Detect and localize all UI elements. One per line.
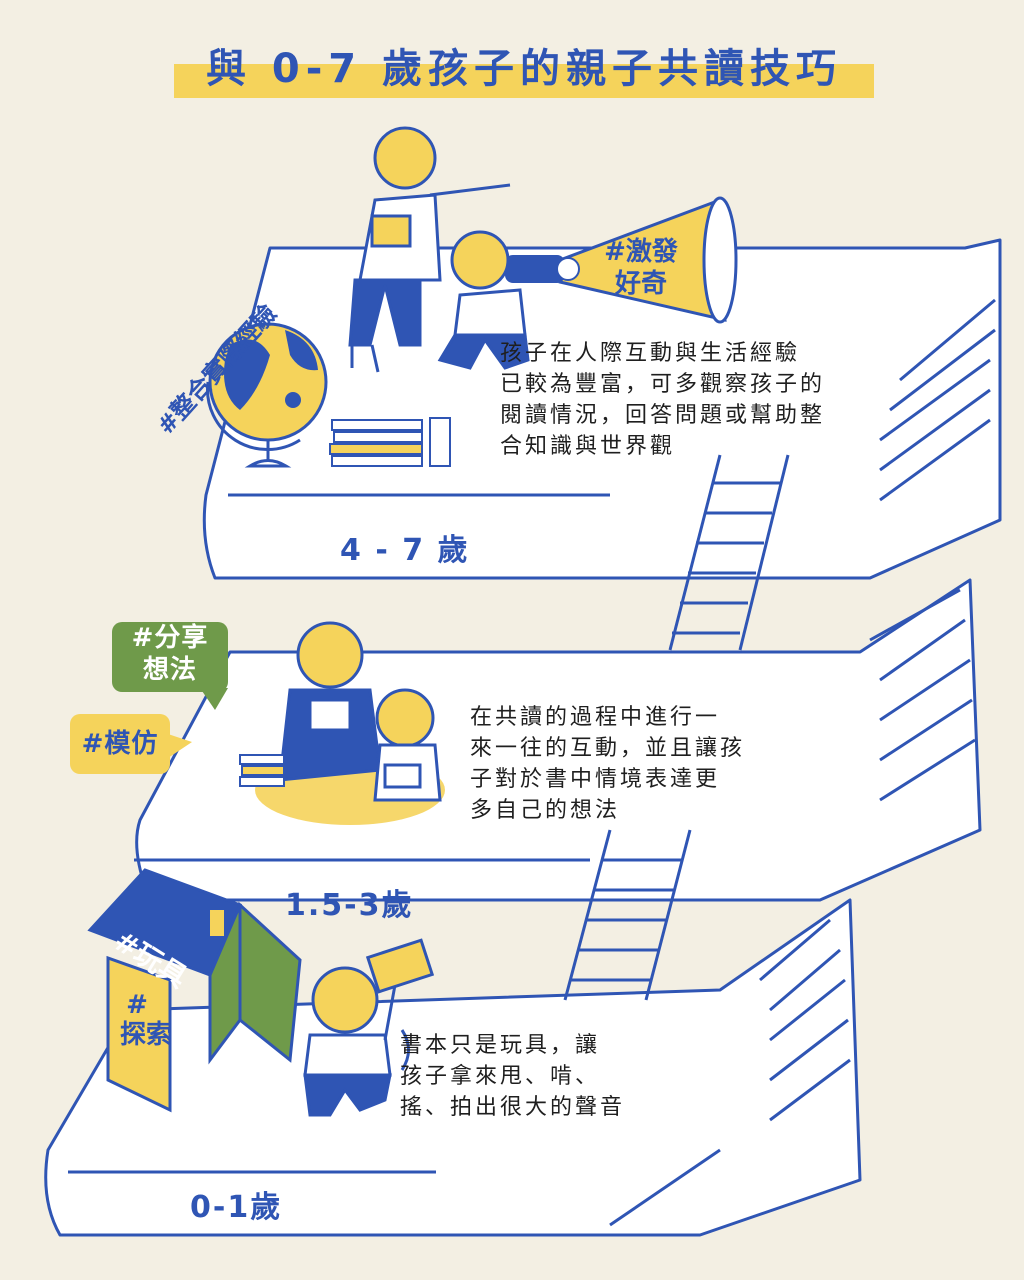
stage-4-7-age: 4 - 7 歲 <box>340 533 470 568</box>
stage-0-1-description: 書本只是玩具，讓 孩子拿來甩、啃、 搖、拍出很大的聲音 <box>400 1033 626 1120</box>
stage-1-5-3-age: 1.5-3歲 <box>285 888 414 923</box>
tag-imitate: #模仿 <box>70 714 170 774</box>
baby-figure <box>303 938 435 1117</box>
title-highlight <box>174 64 874 98</box>
bubble-tail-share <box>200 688 228 710</box>
stage-0-1-age: 0-1歲 <box>190 1190 283 1225</box>
parent-child-reading <box>239 621 445 825</box>
page-title: 與 0-7 歲孩子的親子共讀技巧 <box>205 46 843 92</box>
tag-explore: # 探索 <box>120 990 173 1050</box>
book-0-1 <box>44 898 862 1237</box>
globe-icon <box>206 322 328 468</box>
adult-figure <box>348 126 511 373</box>
tag-share-ideas: #分享 想法 <box>112 622 228 692</box>
stage-4-7-description: 孩子在人際互動與生活經驗 已較為豐富，可多觀察孩子的 閱讀情況，回答問題或幫助整… <box>500 341 826 459</box>
child-figure-telescope <box>437 230 530 370</box>
ladder-lower <box>563 829 692 1001</box>
tent-book-icon <box>87 868 302 1113</box>
bubble-tail-imitate <box>168 734 192 758</box>
stage-1-5-3-description: 在共讀的過程中進行一 來一往的互動，並且讓孩 子對於書中情境表達更 多自己的想法 <box>470 705 746 823</box>
small-books-icon <box>329 417 451 467</box>
ladder-upper <box>668 454 790 651</box>
tag-curiosity: #激發 好奇 <box>604 237 678 299</box>
megaphone-icon <box>505 196 738 324</box>
